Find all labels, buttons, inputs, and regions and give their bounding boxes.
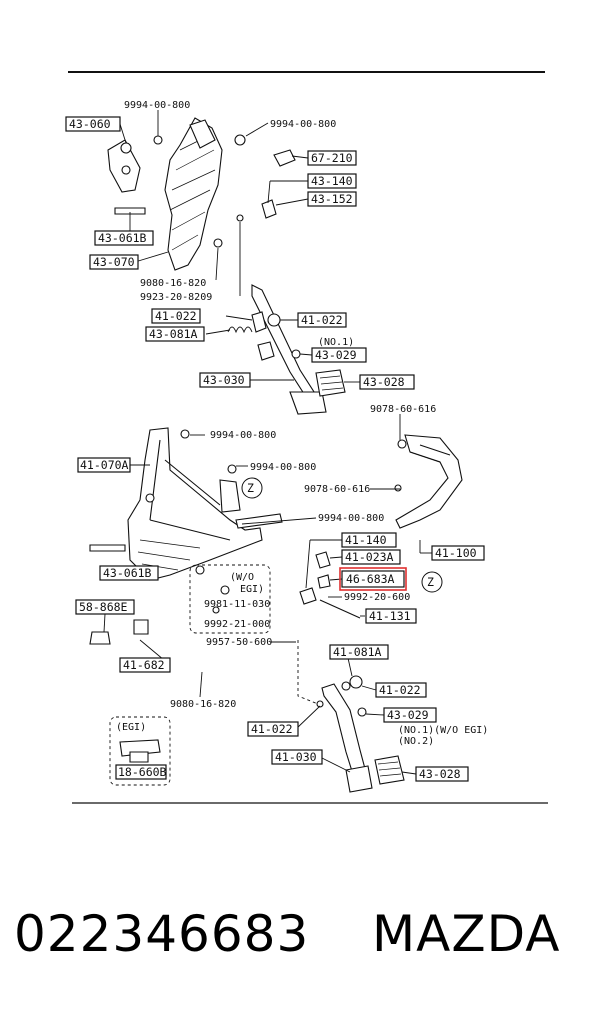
label-egi-box: (EGI)	[116, 722, 146, 733]
callout-43-081a: 43-081A	[145, 326, 205, 342]
callout-43-140: 43-140	[307, 173, 357, 189]
label-9994-00-800-right: 9994-00-800	[270, 119, 336, 130]
label-no1-wo-egi: (NO.1)(W/O EGI)	[398, 725, 488, 736]
top-bracket-drawing	[107, 117, 346, 415]
z-marker-upper: Z	[247, 481, 254, 495]
callout-67-210: 67-210	[307, 150, 357, 166]
svg-text:43-152: 43-152	[311, 192, 353, 206]
svg-text:43-060: 43-060	[69, 117, 111, 131]
callout-43-060: 43-060	[65, 116, 121, 132]
svg-text:43-028: 43-028	[363, 375, 405, 389]
bottom-bracket-drawing	[89, 427, 463, 793]
svg-text:41-081A: 41-081A	[333, 645, 382, 659]
callout-41-022-left: 41-022	[151, 308, 201, 324]
svg-text:41-022: 41-022	[301, 313, 343, 327]
svg-text:43-061B: 43-061B	[103, 566, 152, 580]
svg-text:41-100: 41-100	[435, 546, 477, 560]
callout-43-070: 43-070	[89, 254, 139, 270]
callout-41-682: 41-682	[119, 657, 171, 673]
callout-41-140: 41-140	[341, 532, 397, 548]
label-9994-00-800-top: 9994-00-800	[124, 100, 190, 111]
label-9994-00-800-c: 9994-00-800	[210, 430, 276, 441]
label-9992-20-600: 9992-20-600	[344, 592, 410, 603]
svg-text:41-022: 41-022	[155, 309, 197, 323]
label-9994-00-800-d: 9994-00-800	[250, 462, 316, 473]
label-9994-00-800-e: 9994-00-800	[318, 513, 384, 524]
callout-41-023a: 41-023A	[341, 549, 401, 565]
svg-text:46-683A: 46-683A	[346, 572, 395, 586]
callout-41-030: 41-030	[271, 749, 323, 765]
svg-text:41-682: 41-682	[123, 658, 165, 672]
label-no1-top: (NO.1)	[318, 337, 354, 348]
svg-text:43-029: 43-029	[315, 348, 357, 362]
svg-text:43-030: 43-030	[203, 373, 245, 387]
callout-41-131: 41-131	[365, 608, 417, 624]
svg-text:58-868E: 58-868E	[79, 600, 128, 614]
callout-18-660b: 18-660B	[115, 764, 167, 780]
label-9992-21-000: 9992-21-000	[204, 619, 270, 630]
svg-text:41-023A: 41-023A	[345, 550, 394, 564]
svg-text:43-070: 43-070	[93, 255, 135, 269]
callout-41-022-bottom-left: 41-022	[247, 721, 299, 737]
callout-41-100: 41-100	[431, 545, 485, 561]
leader-lines	[103, 110, 432, 775]
label-9078-60-616-top: 9078-60-616	[370, 404, 436, 415]
pedal-assembly-diagram: 9994-00-800 9994-00-800 9080-16-820 9923…	[65, 71, 548, 804]
svg-text:43-140: 43-140	[311, 174, 353, 188]
label-9078-60-616-bottom: 9078-60-616	[304, 484, 370, 495]
svg-text:41-140: 41-140	[345, 533, 387, 547]
callout-46-683a-highlighted: 46-683A	[339, 567, 407, 591]
callout-43-152: 43-152	[307, 191, 357, 207]
svg-text:43-029: 43-029	[387, 708, 429, 722]
svg-text:43-061B: 43-061B	[98, 231, 147, 245]
svg-text:43-081A: 43-081A	[149, 327, 198, 341]
label-egi: EGI)	[240, 584, 264, 595]
label-9080-16-820-bottom: 9080-16-820	[170, 699, 236, 710]
label-no2: (NO.2)	[398, 736, 434, 747]
footer-brand: MAZDA	[372, 905, 561, 963]
label-9080-16-820-top: 9080-16-820	[140, 278, 206, 289]
label-9923-20-8209: 9923-20-8209	[140, 292, 212, 303]
svg-text:43-028: 43-028	[419, 767, 461, 781]
svg-text:41-070A: 41-070A	[80, 458, 129, 472]
z-marker-lower: Z	[427, 575, 434, 589]
svg-text:41-030: 41-030	[275, 750, 317, 764]
wo-egi-group	[189, 564, 271, 634]
callout-43-061b-top: 43-061B	[94, 230, 154, 246]
callout-43-028-top: 43-028	[359, 374, 415, 390]
callout-41-022-bottom-right: 41-022	[375, 682, 427, 698]
callout-41-022-right: 41-022	[297, 312, 347, 328]
svg-text:67-210: 67-210	[311, 151, 353, 165]
callout-41-070a: 41-070A	[77, 457, 131, 473]
label-9957-50-600: 9957-50-600	[206, 637, 272, 648]
svg-text:41-022: 41-022	[379, 683, 421, 697]
callout-43-029-bottom: 43-029	[383, 707, 437, 723]
callout-58-868e: 58-868E	[75, 599, 135, 615]
egi-group	[109, 716, 171, 786]
callout-43-061b-bottom: 43-061B	[99, 565, 159, 581]
svg-text:41-131: 41-131	[369, 609, 411, 623]
callout-41-081a: 41-081A	[329, 644, 389, 660]
footer-part-number: 022346683	[14, 905, 310, 963]
label-9981-11-030: 9981-11-030	[204, 599, 270, 610]
callout-43-029-top: 43-029	[311, 347, 367, 363]
callout-43-028-bottom: 43-028	[415, 766, 469, 782]
svg-text:41-022: 41-022	[251, 722, 293, 736]
highlight-frame	[339, 567, 407, 591]
callout-43-030: 43-030	[199, 372, 251, 388]
label-wo: (W/O	[230, 572, 254, 583]
svg-text:18-660B: 18-660B	[118, 765, 167, 779]
